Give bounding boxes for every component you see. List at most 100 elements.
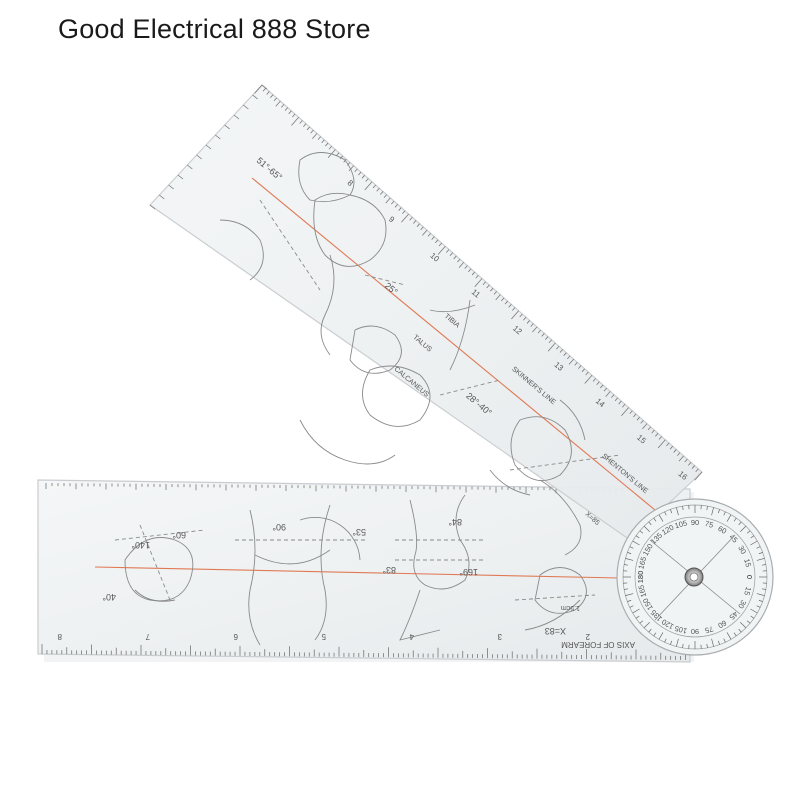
scale-tick — [347, 162, 351, 166]
scale-tick — [493, 291, 497, 295]
scale-tick — [292, 113, 296, 118]
scale-tick — [354, 168, 358, 173]
scale-number: 2 — [585, 632, 590, 641]
dial-tick — [723, 511, 726, 516]
scale-tick — [420, 226, 424, 231]
scale-tick — [574, 362, 578, 366]
dial-number: 90 — [691, 627, 699, 636]
scale-tick — [673, 449, 677, 453]
scale-tick-edge — [243, 104, 249, 110]
dial-number: 30 — [736, 598, 748, 610]
dial-tick — [738, 628, 742, 633]
scale-tick — [596, 381, 600, 385]
scale-tick — [270, 94, 274, 98]
scale-tick-edge — [233, 114, 240, 120]
scale-tick — [490, 287, 494, 292]
scale-tick — [545, 336, 549, 340]
scale-tick — [678, 455, 684, 462]
dial-number: 0 — [745, 575, 754, 579]
scale-tick — [647, 426, 651, 431]
dial-tick — [758, 552, 763, 555]
scale-tick — [365, 178, 369, 182]
scale-number: 8 — [57, 632, 62, 641]
dial-number: 60 — [716, 524, 728, 536]
dial-tick — [750, 608, 758, 614]
dial-tick — [670, 640, 673, 645]
scale-tick — [511, 310, 519, 320]
scale-tick — [380, 191, 384, 195]
scale-tick-edge — [196, 154, 202, 160]
scale-tick — [336, 152, 340, 156]
scale-tick — [633, 413, 637, 418]
scale-tick — [291, 116, 299, 126]
scale-tick — [262, 87, 266, 92]
scale-tick-edge — [224, 124, 230, 130]
scale-tick-edge — [215, 134, 221, 140]
scale-tick — [321, 139, 325, 144]
dial-number: 15 — [742, 558, 753, 568]
dial-number: 165 — [636, 556, 648, 570]
dial-tick — [648, 521, 652, 526]
scale-tick — [581, 368, 585, 373]
scale-tick — [288, 110, 292, 115]
dial-tick — [682, 643, 684, 648]
scale-tick — [458, 262, 464, 268]
dial-number: 0 — [745, 575, 754, 579]
dial-tick — [635, 535, 640, 539]
label-x83: X=83 — [545, 626, 566, 636]
scale-tick-edge — [177, 174, 184, 180]
scale-tick — [482, 281, 486, 285]
scale-tick — [559, 349, 563, 353]
label-axis-of-forearm: AXIS OF FOREARM — [561, 640, 635, 649]
lower-arm-anatomy-drawings — [114, 494, 596, 646]
dial-tick — [624, 564, 629, 566]
scale-tick-edge — [261, 84, 268, 90]
dial-tick — [746, 530, 751, 534]
scale-tick — [537, 329, 541, 334]
scale-tick — [611, 394, 615, 398]
scale-tick — [495, 294, 501, 301]
scale-tick — [568, 358, 574, 365]
dial-number: 90 — [691, 518, 699, 527]
scale-tick — [688, 462, 692, 466]
dial-tick — [625, 593, 634, 596]
scale-tick — [669, 445, 673, 450]
dial-tick — [733, 517, 737, 522]
dial-tick — [664, 638, 667, 643]
scale-tick — [385, 197, 391, 204]
scale-tick — [306, 126, 310, 131]
dial-tick — [658, 514, 664, 522]
dial-tick — [756, 593, 765, 596]
scale-tick — [695, 468, 699, 473]
dial-tick — [750, 540, 758, 546]
label-169: 169° — [459, 567, 478, 577]
scale-tick — [275, 100, 281, 107]
scale-tick — [383, 194, 387, 198]
dial-tick — [639, 530, 644, 534]
scale-tick — [655, 433, 659, 437]
scale-tick — [603, 387, 607, 392]
scale-tick — [312, 133, 318, 139]
scale-tick — [618, 400, 622, 405]
label-53: 53° — [352, 527, 366, 537]
dial-number: 75 — [704, 519, 714, 530]
scale-number: 8 — [346, 178, 356, 188]
scale-tick — [281, 104, 285, 108]
scale-tick — [556, 345, 560, 350]
lower-arm-scale-ticks — [41, 483, 686, 660]
dial-tick — [639, 620, 644, 624]
scale-tick — [364, 181, 373, 191]
scale-tick — [464, 265, 468, 269]
scale-tick — [508, 304, 512, 308]
scale-tick — [401, 213, 409, 223]
scale-tick-edge — [168, 184, 174, 190]
dial-number: 165 — [636, 584, 648, 598]
dial-tick — [676, 507, 679, 516]
dial-tick — [627, 599, 632, 602]
dial-tick — [706, 643, 708, 648]
label-83: 83° — [382, 565, 396, 575]
upper-arm-axis-line — [251, 177, 656, 511]
label-140: 140° — [131, 540, 150, 550]
